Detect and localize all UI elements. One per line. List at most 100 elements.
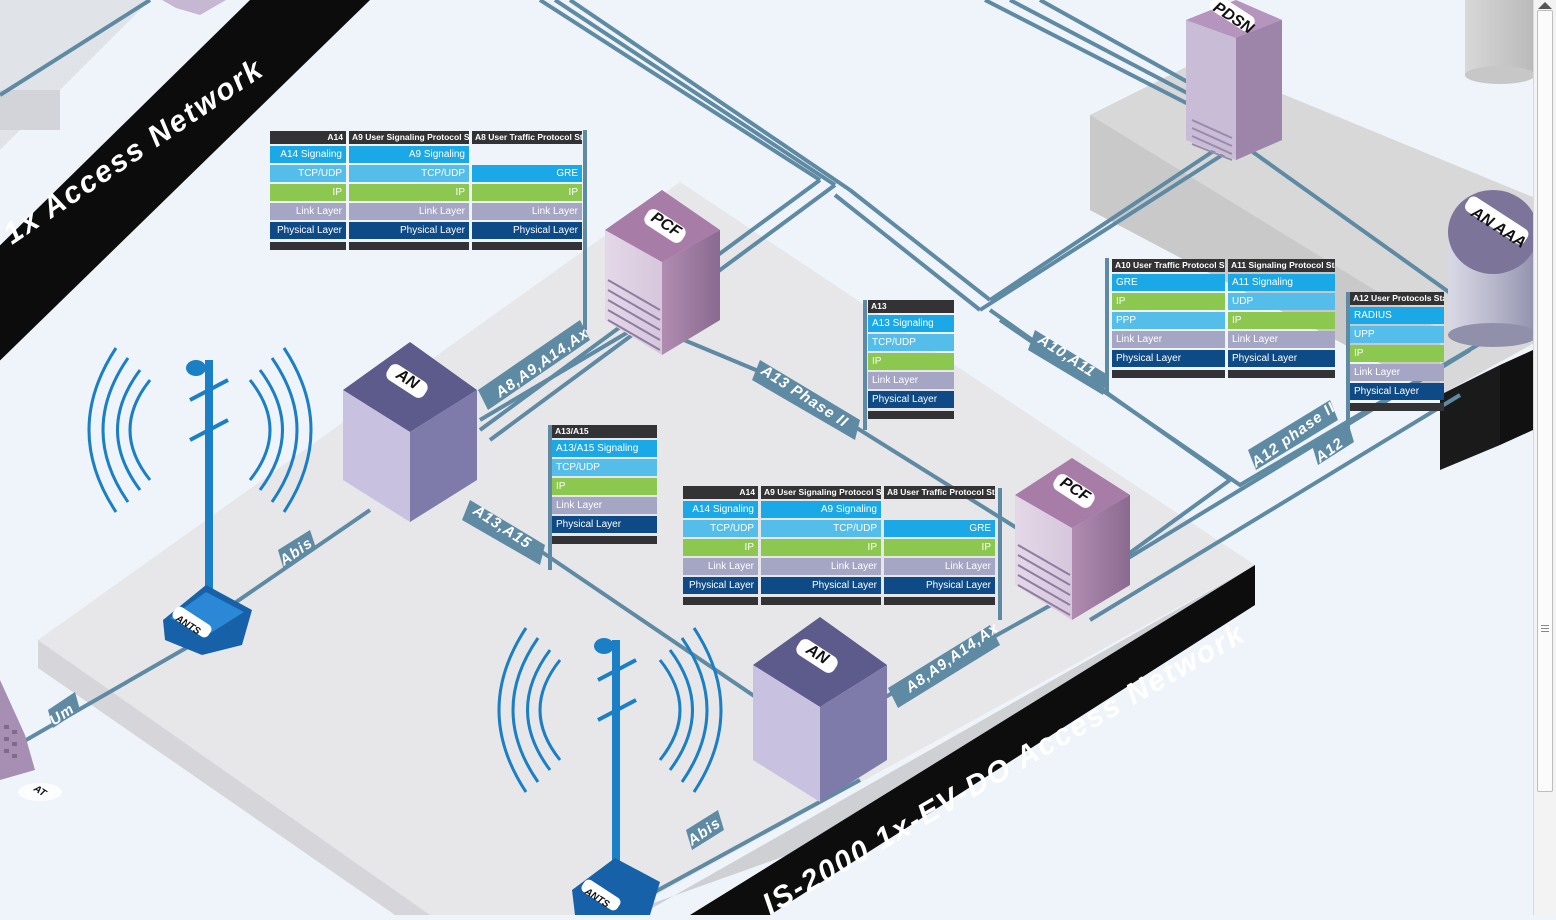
stack-row: IP — [349, 184, 469, 201]
stack-footer — [472, 242, 582, 250]
stack-row: Link Layer — [1350, 364, 1444, 381]
pcf-server-upper: PCF — [605, 190, 720, 355]
stack-header: A10 User Traffic Protocol Stack — [1112, 259, 1225, 272]
stack-footer — [683, 597, 758, 605]
stack-row — [472, 146, 582, 163]
pcf-server-lower: PCF — [1015, 458, 1130, 620]
stack-row — [884, 501, 995, 518]
stack-header: A8 User Traffic Protocol Stack — [472, 131, 582, 144]
grey-storage — [1465, 0, 1535, 84]
stack-row: A14 Signaling — [683, 501, 758, 518]
stack-a14-upper: A14 A14 Signaling TCP/UDP IP Link Layer … — [270, 131, 346, 250]
antenna-tower-upper: ANTS — [87, 347, 313, 655]
stack-row: Link Layer — [761, 558, 881, 575]
stack-a9-lower: A9 User Signaling Protocol Stack A9 Sign… — [761, 486, 881, 605]
stack-row: IP — [472, 184, 582, 201]
stack-row: Physical Layer — [868, 391, 954, 408]
stack-row: IP — [761, 539, 881, 556]
stack-row: Physical Layer — [1112, 350, 1225, 367]
stack-header: A9 User Signaling Protocol Stack — [349, 131, 469, 144]
stack-row: Link Layer — [1112, 331, 1225, 348]
pdsn-server: PDSN — [1186, 0, 1282, 161]
stack-footer — [349, 242, 469, 250]
stack-group-a13: A13 A13 Signaling TCP/UDP IP Link Layer … — [868, 300, 954, 419]
grip-line — [1541, 625, 1549, 626]
stack-row: IP — [868, 353, 954, 370]
stack-header: A11 Signaling Protocol Stack — [1228, 259, 1335, 272]
stack-a9-upper: A9 User Signaling Protocol Stack A9 Sign… — [349, 131, 469, 250]
stack-row: A14 Signaling — [270, 146, 346, 163]
stack-row: UDP — [1228, 293, 1335, 310]
stack-row: GRE — [884, 520, 995, 537]
stack-row: Physical Layer — [761, 577, 881, 594]
stack-row: TCP/UDP — [868, 334, 954, 351]
stack-row: GRE — [472, 165, 582, 182]
stack-leaders — [548, 130, 1350, 620]
stack-a13: A13 A13 Signaling TCP/UDP IP Link Layer … — [868, 300, 954, 419]
stack-row: Link Layer — [683, 558, 758, 575]
stack-header: A8 User Traffic Protocol Stack — [884, 486, 995, 499]
scrollbar-thumb[interactable] — [1537, 10, 1553, 792]
stack-row: A11 Signaling — [1228, 274, 1335, 291]
stack-header: A13 — [868, 300, 954, 313]
stack-group-a10-a11: A10 User Traffic Protocol Stack GRE IP P… — [1112, 259, 1335, 378]
stack-group-lower: A14 A14 Signaling TCP/UDP IP Link Layer … — [683, 486, 995, 605]
stack-footer — [1350, 403, 1444, 411]
antenna-tower-lower: ANTS — [497, 627, 723, 915]
stack-a13-a15: A13/A15 A13/A15 Signaling TCP/UDP IP Lin… — [552, 425, 657, 544]
stack-row: A9 Signaling — [761, 501, 881, 518]
stack-a11: A11 Signaling Protocol Stack A11 Signali… — [1228, 259, 1335, 378]
grip-line — [1541, 628, 1549, 629]
stack-row: Physical Layer — [472, 222, 582, 239]
stack-row: TCP/UDP — [270, 165, 346, 182]
an-aaa-server: AN AAA — [1448, 190, 1538, 347]
stack-row: Link Layer — [270, 203, 346, 220]
stack-row: Link Layer — [472, 203, 582, 220]
stack-row: Physical Layer — [270, 222, 346, 239]
stack-footer — [552, 536, 657, 544]
stack-row: Physical Layer — [884, 577, 995, 594]
stack-group-upper: A14 A14 Signaling TCP/UDP IP Link Layer … — [270, 131, 582, 250]
stack-header: A9 User Signaling Protocol Stack — [761, 486, 881, 499]
stack-footer — [761, 597, 881, 605]
stack-row: Physical Layer — [1350, 383, 1444, 400]
scroll-up-arrow-icon[interactable] — [1538, 2, 1552, 9]
stack-row: GRE — [1112, 274, 1225, 291]
stack-row: IP — [552, 478, 657, 495]
stack-row: IP — [884, 539, 995, 556]
stack-footer — [868, 411, 954, 419]
at-phone: AT — [0, 680, 62, 801]
stack-row: A13/A15 Signaling — [552, 440, 657, 457]
stack-row: RADIUS — [1350, 307, 1444, 324]
stack-row: Link Layer — [552, 497, 657, 514]
stack-header: A14 — [683, 486, 758, 499]
stack-a8-lower: A8 User Traffic Protocol Stack GRE IP Li… — [884, 486, 995, 605]
stack-footer — [1112, 370, 1225, 378]
stack-a14-lower: A14 A14 Signaling TCP/UDP IP Link Layer … — [683, 486, 758, 605]
stack-row: UPP — [1350, 326, 1444, 343]
stack-row: Link Layer — [884, 558, 995, 575]
stack-row: TCP/UDP — [761, 520, 881, 537]
stack-row: IP — [1350, 345, 1444, 362]
stack-a10: A10 User Traffic Protocol Stack GRE IP P… — [1112, 259, 1225, 378]
grip-line — [1541, 631, 1549, 632]
stack-footer — [884, 597, 995, 605]
stack-header: A14 — [270, 131, 346, 144]
stack-a12: A12 User Protocols Stack RADIUS UPP IP L… — [1350, 292, 1444, 411]
stack-footer — [1228, 370, 1335, 378]
stack-row: TCP/UDP — [552, 459, 657, 476]
stack-a8-upper: A8 User Traffic Protocol Stack GRE IP Li… — [472, 131, 582, 250]
stack-row: Physical Layer — [683, 577, 758, 594]
vertical-scrollbar[interactable] — [1533, 0, 1556, 915]
stack-header: A12 User Protocols Stack — [1350, 292, 1444, 305]
stack-row: Physical Layer — [552, 516, 657, 533]
stack-row: Link Layer — [1228, 331, 1335, 348]
stack-row: TCP/UDP — [683, 520, 758, 537]
stack-row: IP — [1228, 312, 1335, 329]
an-cube-lower: AN — [753, 617, 887, 802]
stack-row: TCP/UDP — [349, 165, 469, 182]
stack-row: IP — [270, 184, 346, 201]
stack-group-a13-a15: A13/A15 A13/A15 Signaling TCP/UDP IP Lin… — [552, 425, 657, 544]
stack-header: A13/A15 — [552, 425, 657, 438]
